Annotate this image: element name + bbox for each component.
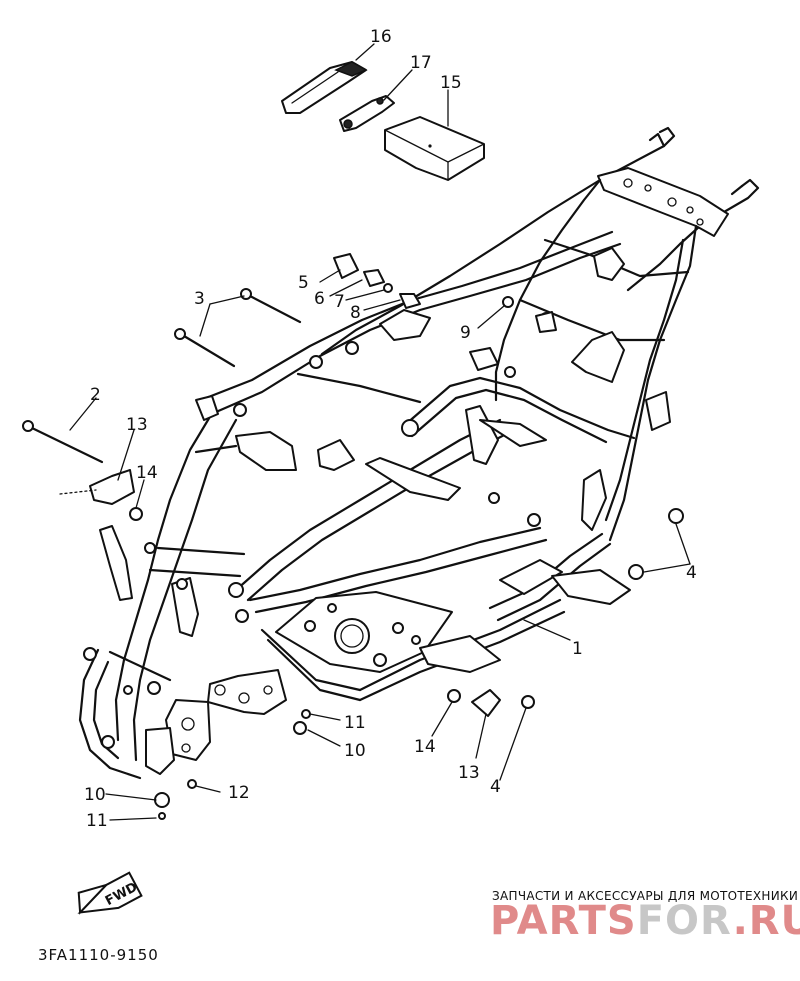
callout-16: 16	[370, 27, 392, 47]
bolt-8	[399, 293, 421, 309]
bolt-2	[22, 420, 104, 464]
part-code: 3FA1110-9150	[38, 946, 159, 964]
callout-7: 7	[334, 292, 345, 312]
callout-5: 5	[298, 273, 309, 293]
callout-15: 15	[440, 73, 462, 93]
plate-13-left	[89, 469, 143, 521]
callout-8: 8	[350, 303, 361, 323]
callout-2: 2	[90, 385, 101, 405]
cushion-15	[384, 116, 485, 181]
callout-1: 1	[572, 639, 583, 659]
callout-labels: 16 17 15 5 6 7 8 9 3 2 13 14 4 1 11 10 1…	[84, 27, 697, 831]
brand-parts: PARTS	[490, 898, 637, 944]
callout-13-lower: 13	[458, 763, 480, 783]
main-frame	[78, 126, 760, 780]
callout-3: 3	[194, 289, 205, 309]
nut-9	[502, 296, 557, 333]
washer-7	[383, 283, 393, 293]
leader-lines	[59, 43, 691, 821]
callout-11-left: 11	[86, 811, 108, 831]
callout-17: 17	[410, 53, 432, 73]
watermark-tagline: ЗАПЧАСТИ И АКСЕССУАРЫ ДЛЯ МОТОТЕХНИКИ	[492, 889, 798, 903]
callout-11-center: 11	[344, 713, 366, 733]
collar-6	[363, 269, 385, 287]
bracket-center	[379, 309, 431, 341]
fwd-arrow: FWD	[77, 871, 143, 915]
watermark: ЗАПЧАСТИ И АКСЕССУАРЫ ДЛЯ МОТОТЕХНИКИ PA…	[490, 889, 800, 944]
callout-9: 9	[460, 323, 471, 343]
lower-fasteners	[154, 689, 535, 820]
callout-4-lower: 4	[490, 777, 501, 797]
bolt-3	[174, 288, 302, 368]
callout-10-left: 10	[84, 785, 106, 805]
callout-10-center: 10	[344, 741, 366, 761]
brand-ru: .RU	[733, 898, 800, 944]
collar-5	[333, 253, 359, 279]
callout-14-lower: 14	[414, 737, 436, 757]
nuts-4-right	[628, 508, 684, 580]
seat-pad-16	[281, 61, 368, 114]
callout-6: 6	[314, 289, 325, 309]
callout-4-upper: 4	[686, 563, 697, 583]
brand-for: FOR	[637, 898, 733, 944]
callout-12: 12	[228, 783, 250, 803]
callout-14-upper: 14	[136, 463, 158, 483]
watermark-brand: PARTSFOR.RU	[490, 898, 800, 944]
callout-13-upper: 13	[126, 415, 148, 435]
bracket-17	[339, 95, 395, 132]
